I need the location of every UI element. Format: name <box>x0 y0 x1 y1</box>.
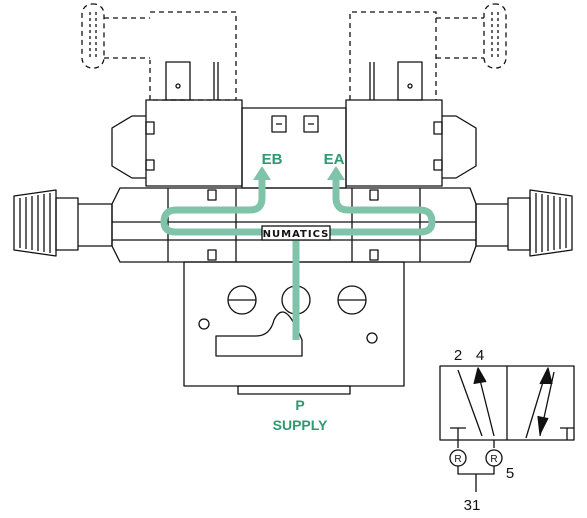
supply-label: SUPPLY <box>273 417 328 433</box>
p-label: P <box>295 397 304 413</box>
brand-logo: NUMATICS <box>263 229 330 240</box>
left-knob <box>13 189 113 257</box>
valve-schematic-symbol <box>439 365 575 492</box>
port-5-label: 5 <box>506 465 514 482</box>
brand-plate <box>261 225 331 241</box>
left-solenoid <box>111 99 243 187</box>
exhaust-r-left: R <box>454 454 461 465</box>
eb-label: EB <box>262 151 283 168</box>
flow-path <box>160 178 436 340</box>
ea-label: EA <box>324 151 345 168</box>
port-2-label: 2 <box>454 347 462 364</box>
right-connector <box>349 3 507 101</box>
port-31-label: 31 <box>464 497 481 514</box>
left-connector <box>81 3 237 101</box>
right-solenoid <box>345 99 477 187</box>
flow-arrows <box>253 166 345 180</box>
port-4-label: 4 <box>476 347 484 364</box>
right-knob <box>475 189 573 257</box>
exhaust-r-right: R <box>490 454 497 465</box>
